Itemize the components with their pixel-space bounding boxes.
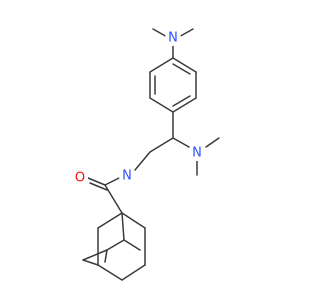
bond-cage-11 xyxy=(82,259,99,266)
bond-ring-4 xyxy=(172,97,197,113)
bond-ring-inner-2 xyxy=(172,95,191,107)
atom-label: N xyxy=(192,146,202,161)
bond-ring-inner-3 xyxy=(172,63,191,75)
bond-ring-6 xyxy=(172,57,197,73)
bond-cage-9 xyxy=(123,239,141,251)
atom-n-top: N xyxy=(165,30,181,46)
atom-labels: N N N O xyxy=(72,30,205,186)
bond-n-amide-carbonyl xyxy=(104,177,120,186)
bond-ch-ch2 xyxy=(149,137,174,153)
atom-o-carbonyl: O xyxy=(72,170,88,186)
bond-cage-3 xyxy=(121,212,125,241)
atom-label: N xyxy=(122,169,132,184)
bond-ch-n-side xyxy=(172,137,190,148)
bond-cage-2 xyxy=(121,212,146,229)
atom-label: O xyxy=(75,171,85,186)
bond-ring-1 xyxy=(149,57,174,73)
bond-carbonyl-o-2 xyxy=(89,182,108,191)
bond-ring-3 xyxy=(149,97,174,113)
atom-label: N xyxy=(168,31,178,46)
bond-n-side-methyl-up xyxy=(205,137,220,148)
bond-carbonyl-cage xyxy=(104,184,123,214)
bond-carbonyl-o-1 xyxy=(87,177,106,186)
bond-cage-7 xyxy=(121,264,146,281)
bond-cage-8 xyxy=(106,239,125,251)
bond-cage-12 xyxy=(104,249,108,263)
bonds xyxy=(82,28,220,281)
bond-cage-6 xyxy=(97,264,123,281)
atom-n-side: N xyxy=(189,145,205,161)
molecule-structure: N N N O xyxy=(72,28,220,281)
bond-cage-10 xyxy=(82,249,108,261)
bond-cage-1 xyxy=(97,212,123,229)
bond-ch2-n-amide xyxy=(134,151,151,171)
atom-n-amide: N xyxy=(119,168,135,184)
